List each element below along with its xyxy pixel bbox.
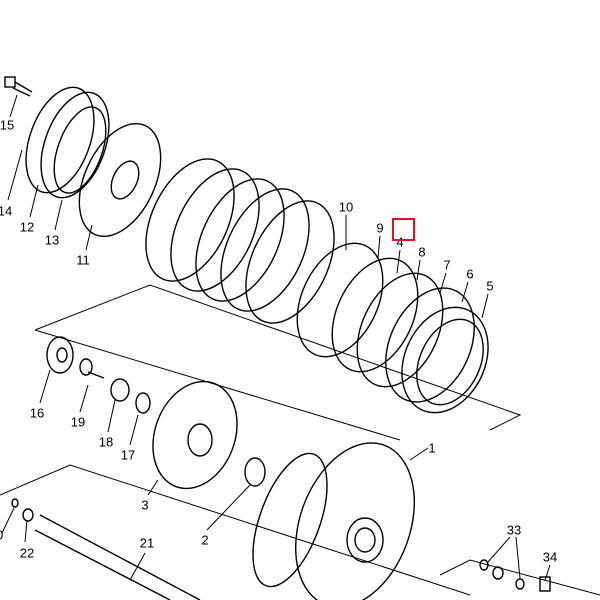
- part-label-13: 13: [44, 232, 60, 248]
- part-label-17: 17: [120, 447, 136, 463]
- ball-22: [22, 508, 34, 522]
- friction-plate-stack: [145, 158, 489, 414]
- thrust-washer-2: [244, 457, 266, 487]
- part-label-22: 22: [19, 545, 35, 561]
- pressure-plate-12: [25, 86, 95, 194]
- assembly-outline: [0, 284, 600, 596]
- part-label-19: 19: [70, 414, 86, 430]
- spacer-19: [79, 358, 105, 379]
- part-label-7: 7: [443, 257, 451, 273]
- washer-33: [479, 559, 489, 571]
- part-label-15: 15: [0, 117, 15, 133]
- part-label-14: 14: [0, 203, 13, 219]
- part-label-4: 4: [396, 234, 404, 250]
- part-label-33: 33: [506, 522, 522, 538]
- part-label-20: 20: [0, 529, 3, 542]
- primary-driven-gear-3: [152, 380, 238, 490]
- part-label-5: 5: [486, 278, 494, 294]
- part-label-18: 18: [98, 434, 114, 450]
- part-label-11: 11: [76, 252, 90, 268]
- selection-highlight-box[interactable]: [392, 218, 415, 241]
- part-label-1: 1: [428, 440, 436, 456]
- washer-17: [135, 392, 151, 414]
- leader-lines: [1, 94, 551, 581]
- bearing-16: [46, 336, 74, 374]
- part-label-8: 8: [418, 244, 426, 260]
- part-label-21: 21: [139, 535, 155, 551]
- part-label-10: 10: [338, 199, 354, 215]
- part-label-2: 2: [201, 532, 209, 548]
- bush-18: [110, 378, 130, 402]
- bolt-15: [4, 76, 33, 97]
- clutch-housing-1: [295, 442, 415, 600]
- ring-13: [40, 91, 110, 199]
- bolt-34: [539, 576, 551, 592]
- push-rod-21: [34, 514, 201, 600]
- clutch-boss-11: [78, 122, 162, 238]
- oring-20: [11, 498, 19, 508]
- part-label-9: 9: [376, 220, 384, 236]
- part-label-12: 12: [19, 219, 35, 235]
- part-label-16: 16: [29, 405, 45, 421]
- part-label-6: 6: [466, 266, 474, 282]
- part-label-3: 3: [141, 497, 149, 513]
- part-label-34: 34: [542, 549, 558, 565]
